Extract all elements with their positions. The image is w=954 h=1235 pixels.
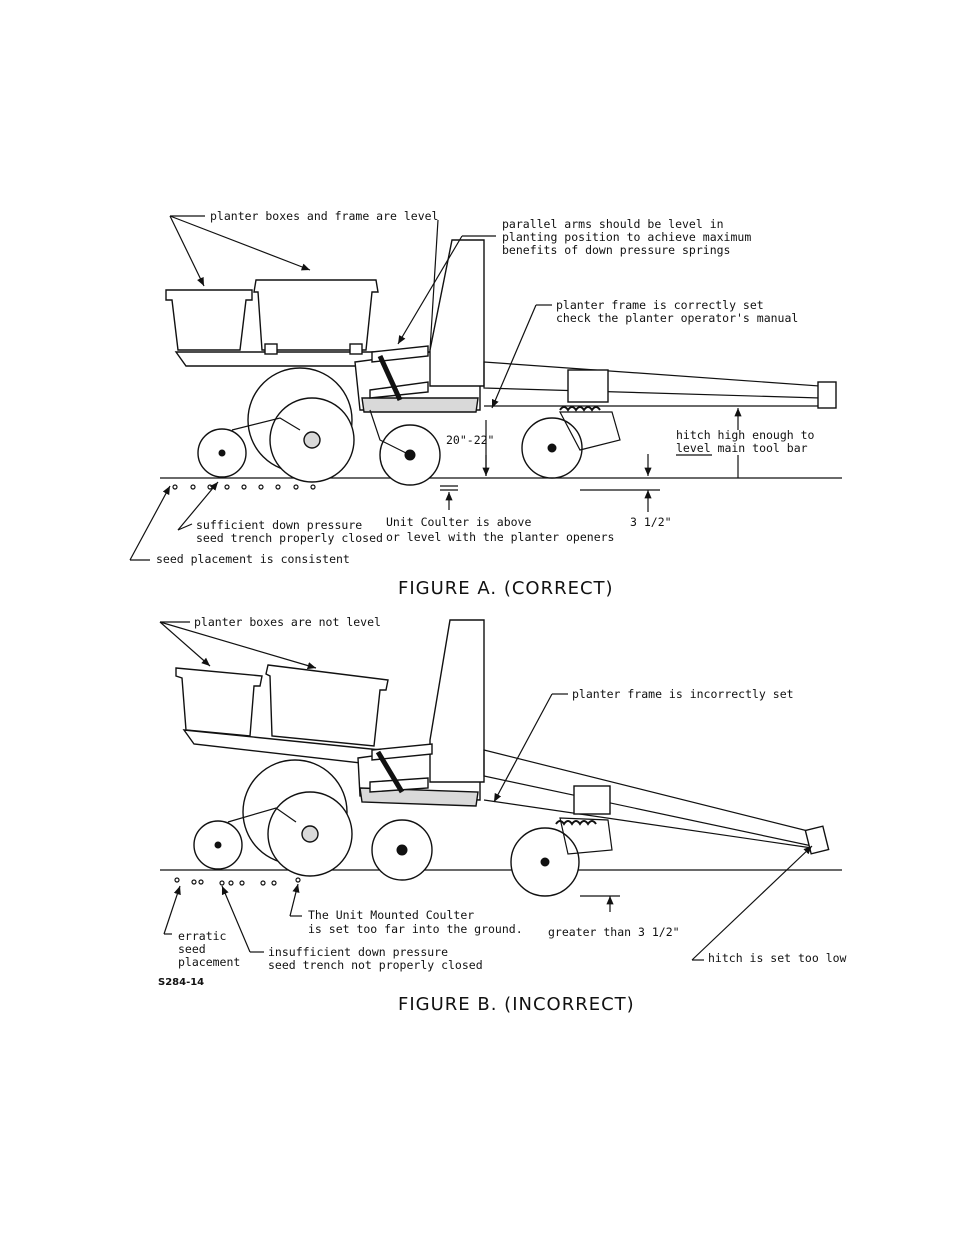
- figure-code: S284-14: [158, 977, 204, 988]
- label-hitch-low: hitch is set too low: [708, 951, 847, 965]
- label-pressure-bad-1: insufficient down pressure: [268, 945, 448, 959]
- figure-a: planter boxes and frame are level parall…: [129, 209, 842, 599]
- wheels-a: [197, 367, 583, 486]
- label-boxes-level: planter boxes and frame are level: [210, 209, 438, 223]
- planter-boxes-b: [175, 664, 389, 747]
- label-frame-correct-1: planter frame is correctly set: [556, 298, 764, 312]
- label-pressure-ok-1: sufficient down pressure: [196, 518, 362, 532]
- label-depth-greater: greater than 3 1/2": [548, 925, 680, 939]
- label-hitch-high-1: hitch high enough to: [676, 428, 815, 442]
- leaders-a: [129, 215, 552, 561]
- toolbar-post-a: [429, 219, 485, 387]
- wheels-b: [193, 759, 580, 897]
- label-coulter-level-1: Unit Coulter is above: [386, 515, 531, 529]
- label-erratic-3: placement: [178, 955, 240, 969]
- label-frame-incorrect: planter frame is incorrectly set: [572, 687, 794, 701]
- label-pressure-ok-2: seed trench properly closed: [196, 531, 383, 545]
- drawbar-b: [483, 749, 830, 855]
- label-seed-consistent: seed placement is consistent: [156, 552, 350, 566]
- label-hitch-high-2: level main tool bar: [676, 441, 808, 455]
- label-boxes-not-level: planter boxes are not level: [194, 615, 381, 629]
- figure-b: planter boxes are not level planter fram…: [158, 615, 847, 1015]
- parallel-arms-b: [369, 743, 433, 794]
- leaders-b: [159, 621, 813, 961]
- drawbar-a: [483, 361, 837, 451]
- planter-boxes-a: [165, 279, 379, 351]
- label-frame-correct-2: check the planter operator's manual: [556, 311, 798, 325]
- caption-figure-a: FIGURE A. (CORRECT): [398, 578, 614, 599]
- parallel-arms-a: [369, 345, 429, 402]
- label-coulter-level-2: or level with the planter openers: [386, 530, 614, 544]
- label-coulter-deep-1: The Unit Mounted Coulter: [308, 908, 474, 922]
- seed-dots-a: [172, 484, 316, 490]
- label-depth-ok: 3 1/2": [630, 515, 672, 529]
- label-coulter-deep-2: is set too far into the ground.: [308, 922, 523, 936]
- label-arms-1: parallel arms should be level in: [502, 217, 724, 231]
- label-arms-2: planting position to achieve maximum: [502, 230, 751, 244]
- label-pressure-bad-2: seed trench not properly closed: [268, 958, 483, 972]
- label-erratic-1: erratic: [178, 929, 226, 943]
- toolbar-post-b: [429, 619, 485, 783]
- caption-figure-b: FIGURE B. (INCORRECT): [398, 994, 635, 1015]
- label-arms-3: benefits of down pressure springs: [502, 243, 730, 257]
- seed-dots-b: [174, 877, 301, 886]
- label-erratic-2: seed: [178, 942, 206, 956]
- label-height-range: 20"-22": [446, 433, 494, 447]
